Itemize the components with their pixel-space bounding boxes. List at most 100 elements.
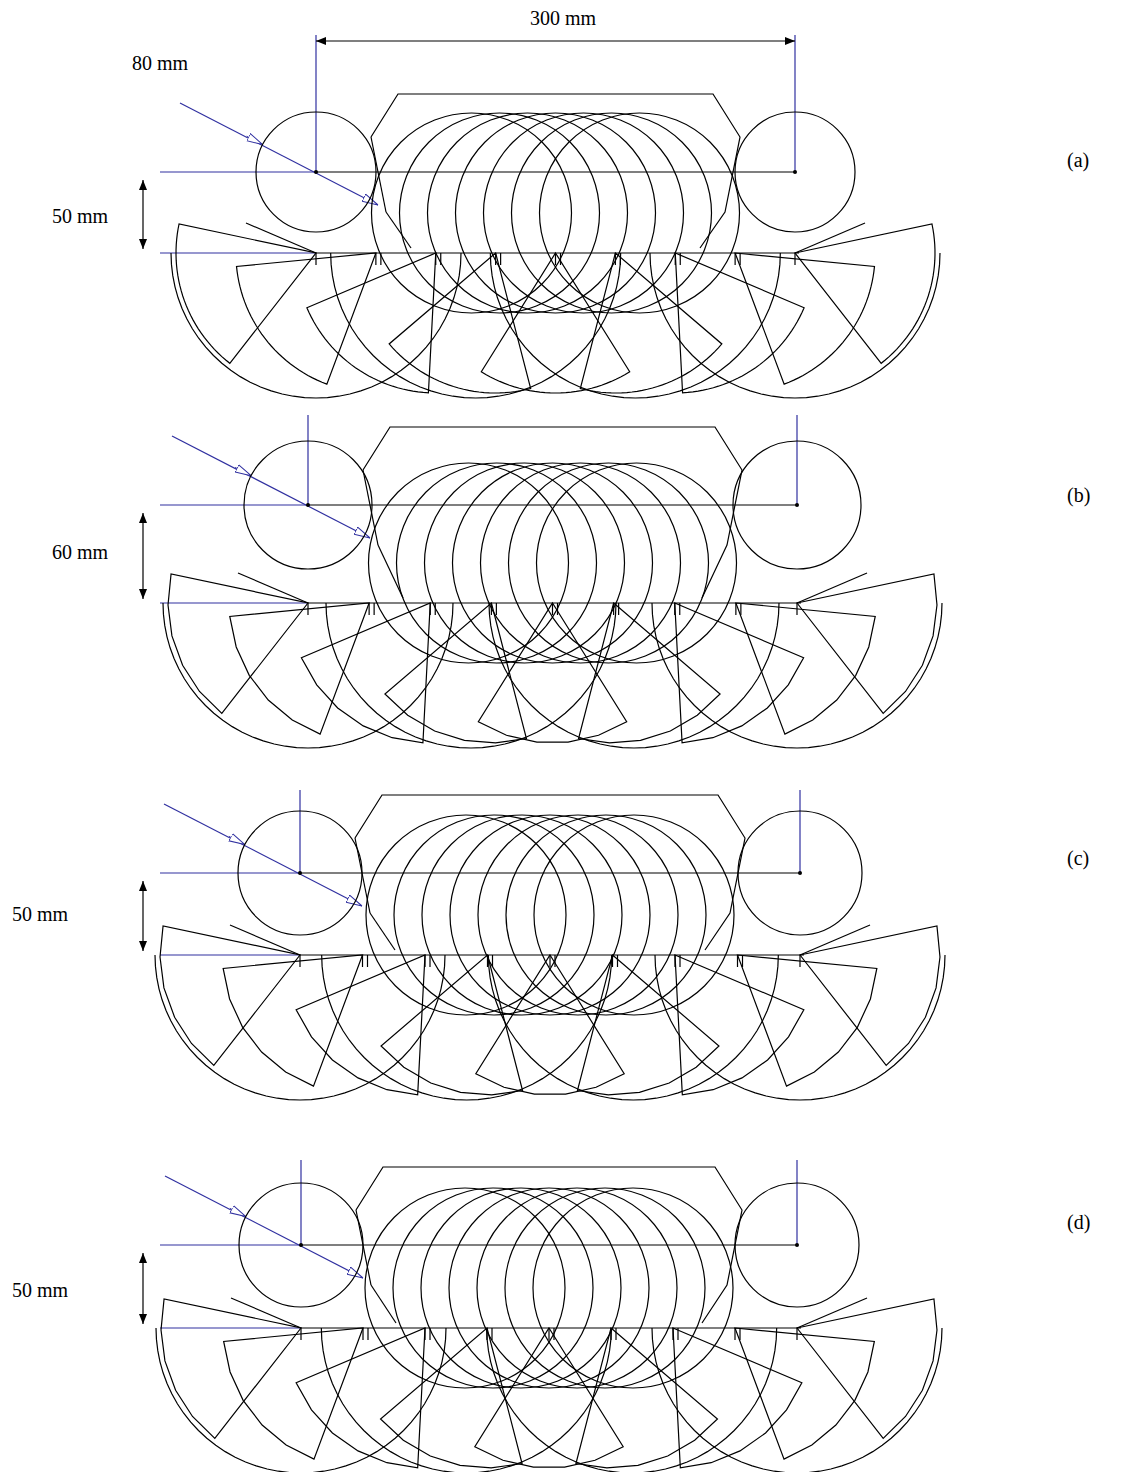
swept-arc [321, 1328, 611, 1472]
pivot-dot [793, 170, 797, 174]
swept-wedge [160, 926, 300, 1065]
radius-arrowhead [230, 1208, 246, 1216]
position-tick [615, 1328, 616, 1340]
extension-line [160, 954, 300, 955]
swept-wedge [381, 1328, 523, 1468]
swept-circle [400, 113, 600, 313]
swept-wedge [675, 603, 804, 743]
swept-circle [366, 815, 566, 1015]
swept-wedge [176, 224, 316, 363]
position-tick [367, 1328, 368, 1340]
extension-line [799, 790, 800, 873]
swept-arc [488, 955, 778, 1100]
swept-outline [371, 1285, 396, 1323]
dimension-label: 50 mm [10, 903, 70, 925]
position-tick [742, 955, 743, 967]
linkage-panel [143, 415, 942, 748]
swept-wedge [736, 603, 875, 734]
link-line [231, 1298, 301, 1328]
swept-wedge [797, 574, 937, 713]
link-line [230, 925, 300, 955]
swept-arc [163, 603, 453, 748]
position-tick [367, 955, 368, 967]
position-tick [618, 603, 619, 615]
swept-outline [386, 212, 411, 248]
swept-circle [456, 113, 656, 313]
dimension-arrow [142, 1253, 143, 1324]
linkage-panel [143, 35, 940, 398]
swept-outline [371, 137, 386, 212]
ground-link [316, 171, 795, 172]
radius-arrowhead [235, 467, 251, 475]
swept-wedge [478, 603, 626, 742]
swept-wedge [673, 1328, 802, 1468]
extension-line [160, 602, 308, 603]
link-line [800, 925, 870, 955]
swept-arc [322, 955, 612, 1100]
extension-line [160, 171, 316, 172]
swept-wedge [675, 955, 804, 1095]
swept-arc [155, 955, 445, 1100]
swept-wedge [675, 253, 804, 393]
swept-circle [365, 1188, 565, 1388]
radius-leader [172, 436, 370, 538]
swept-circle [509, 463, 709, 663]
position-tick [740, 603, 741, 615]
swept-circle [425, 463, 625, 663]
extension-line [299, 790, 300, 873]
position-tick [496, 603, 497, 615]
coupler-line [308, 602, 801, 603]
extension-line [160, 872, 300, 873]
swept-outline [356, 1210, 371, 1285]
panel-label: (a) [1065, 149, 1091, 171]
radius-leader [164, 804, 362, 906]
swept-circle [369, 463, 569, 663]
swept-outline [355, 838, 370, 913]
swept-wedge [168, 574, 308, 713]
coupler-line [300, 954, 804, 955]
swept-arc [487, 1328, 777, 1472]
dimension-arrow [142, 180, 143, 249]
swept-wedge [735, 253, 874, 384]
extension-line [300, 1160, 301, 1245]
swept-wedge [475, 1328, 623, 1467]
pivot-dot [306, 503, 310, 507]
swept-circle [450, 815, 650, 1015]
coupler-line [301, 1327, 801, 1328]
extension-line [315, 35, 316, 172]
dimension-arrow [142, 881, 143, 951]
link-line [246, 223, 316, 253]
swept-wedge [481, 253, 629, 393]
swept-arc [171, 253, 461, 398]
link-line [238, 573, 308, 603]
panel-label: (b) [1065, 484, 1092, 506]
swept-wedge [576, 1328, 718, 1468]
swept-arc [655, 955, 945, 1100]
linkage-panel [143, 790, 945, 1100]
swept-wedge [579, 603, 721, 743]
dimension-arrow [316, 40, 795, 41]
swept-circle [537, 463, 737, 663]
swept-circle [449, 1188, 649, 1388]
dimension-label: 60 mm [50, 541, 110, 563]
dimension-label: 50 mm [10, 1279, 70, 1301]
extension-line [160, 1244, 301, 1245]
swept-wedge [738, 955, 877, 1086]
radius-arrowhead [247, 136, 263, 144]
swept-arc [489, 603, 779, 748]
pivot-dot [314, 170, 318, 174]
swept-wedge [735, 1328, 874, 1459]
dimension-label: 50 mm [50, 205, 110, 227]
swept-outline [363, 470, 378, 545]
panel-label: (d) [1065, 1211, 1092, 1233]
extension-line [160, 252, 316, 253]
swept-arc [490, 253, 780, 398]
dimension-label: 300 mm [528, 7, 598, 29]
swept-circle [453, 463, 653, 663]
swept-circle [372, 113, 572, 313]
extension-line [307, 415, 308, 505]
swept-outline [363, 427, 742, 598]
radius-leader [165, 1176, 363, 1278]
